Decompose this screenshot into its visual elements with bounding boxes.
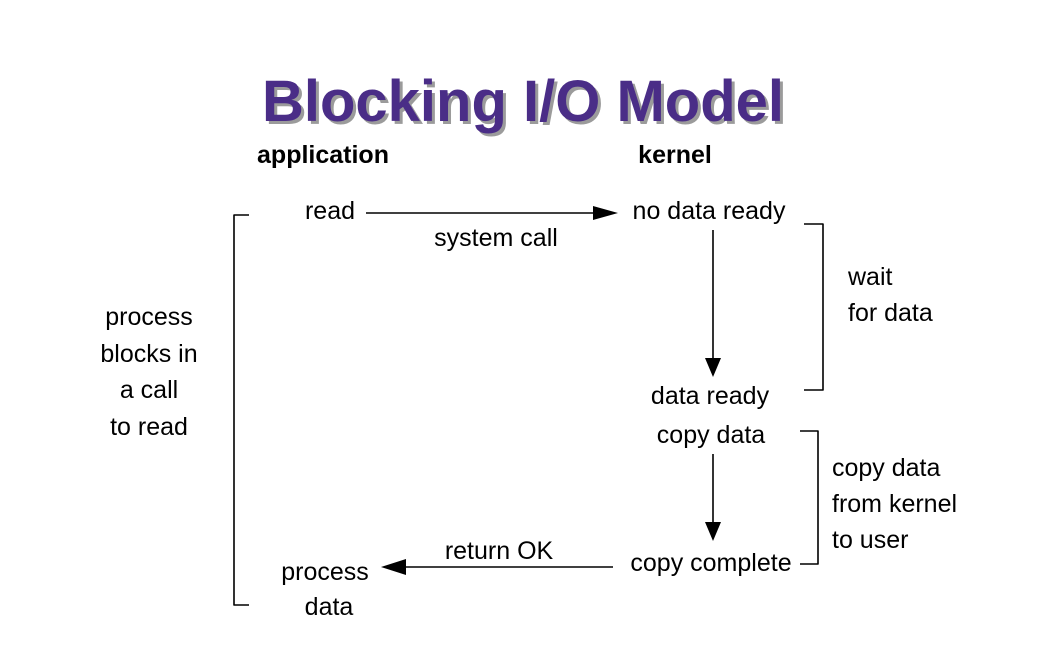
wait-note-line1: wait: [848, 263, 893, 291]
blocking-note-line2: blocks in: [100, 340, 198, 368]
return-ok-label: return OK: [444, 537, 554, 565]
blocking-note-line3: a call: [119, 376, 179, 404]
copy-note-line2: from kernel: [832, 490, 958, 518]
system-call-arrow: [366, 206, 618, 220]
column-header-kernel: kernel: [638, 141, 712, 169]
wait-arrow: [705, 230, 721, 377]
step-copy-data: copy data: [656, 421, 766, 449]
blocking-note-line4: to read: [110, 413, 188, 441]
copy-arrow: [705, 454, 721, 541]
wait-note-line2: for data: [848, 299, 933, 327]
copy-bracket: [800, 430, 819, 565]
blocking-note-line1: process: [105, 303, 193, 331]
step-no-data-ready: no data ready: [632, 197, 786, 225]
step-read: read: [304, 197, 356, 225]
copy-note-line1: copy data: [832, 454, 941, 482]
system-call-arrowhead: [593, 206, 618, 220]
step-process-data-line2: data: [304, 593, 354, 621]
copy-arrowhead: [705, 522, 721, 541]
wait-arrowhead: [705, 358, 721, 377]
copy-note-line3: to user: [832, 526, 909, 554]
step-copy-complete: copy complete: [630, 549, 792, 577]
wait-bracket: [804, 223, 824, 391]
diagram-title: Blocking I/O Model: [261, 69, 785, 134]
system-call-label: system call: [434, 224, 558, 252]
blocking-bracket: [233, 214, 249, 606]
return-arrowhead: [381, 559, 406, 575]
step-process-data-line1: process: [281, 558, 369, 586]
step-data-ready: data ready: [650, 382, 770, 410]
column-header-application: application: [257, 141, 389, 169]
